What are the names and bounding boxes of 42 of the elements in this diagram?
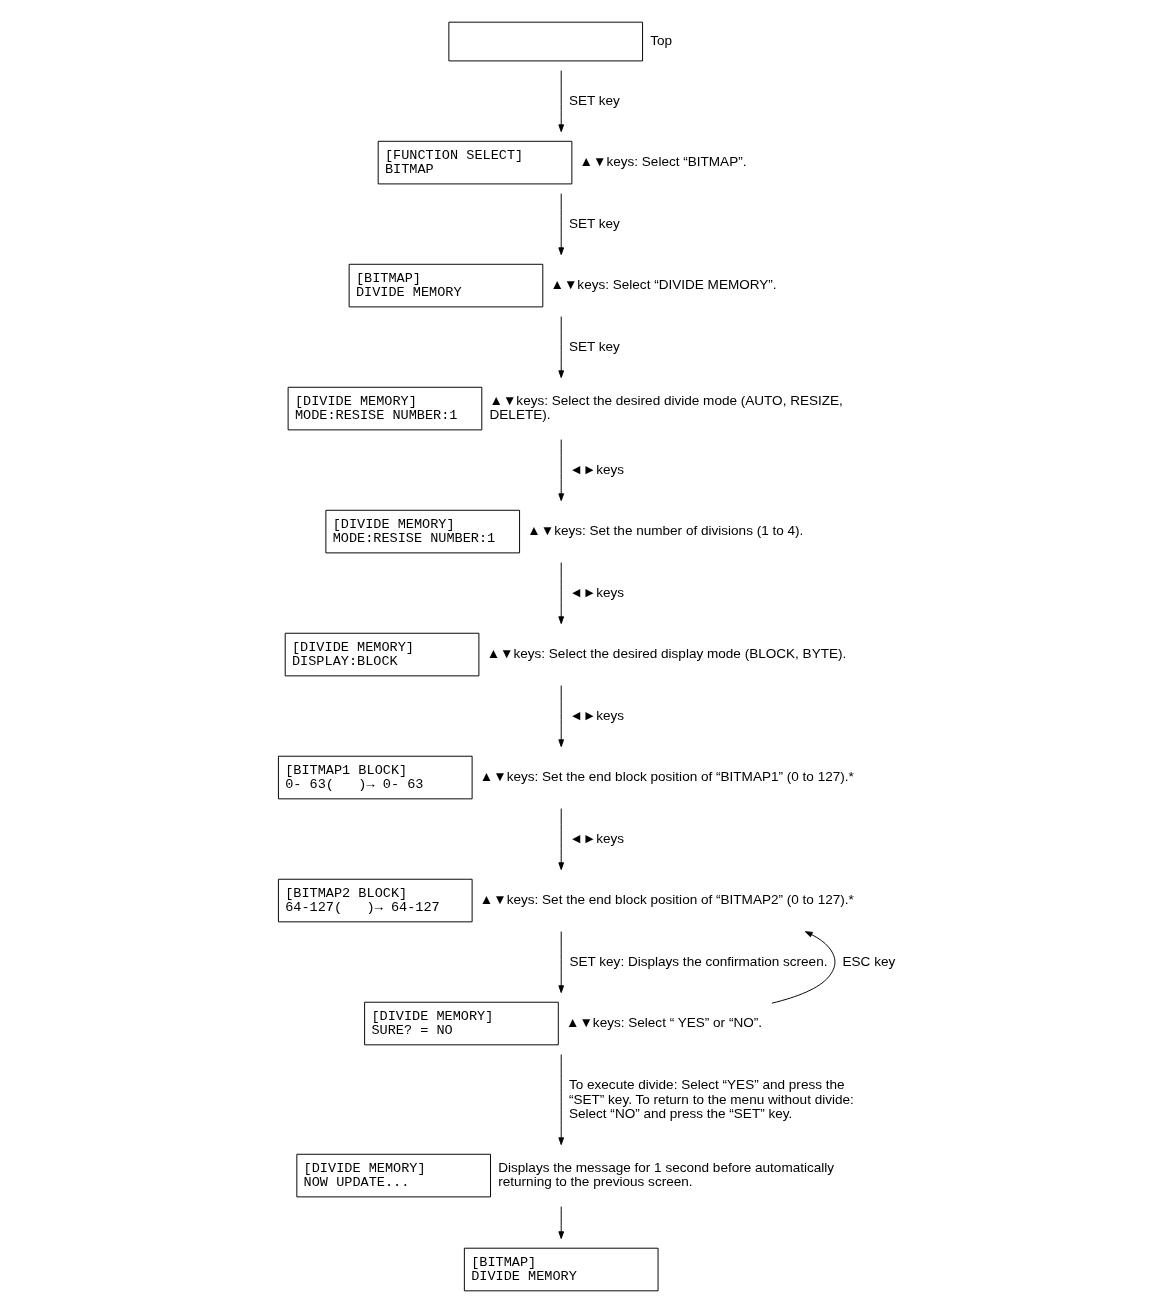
edge-label: ESC key [842,954,895,970]
node-box: [DIVIDE MEMORY] NOW UPDATE... [295,1153,491,1198]
edge-label: ◄►keys [568,708,624,724]
edge-label: ◄►keys [568,585,624,601]
node-label: ▲▼keys: Set the end block position of “BITMAP2” (0 to 127).* [479,892,854,908]
node-label: ▲▼keys: Set the number of divisions (1 to 4). [526,523,803,539]
arrow [557,685,564,748]
node-label: Top [649,33,672,49]
edge-label: To execute divide: Select “YES” and press the “SET” key. To return to the menu without divide: Select “NO” and press the “SET” key. [568,1077,854,1122]
arrow [557,1206,564,1239]
node-box: [DIVIDE MEMORY] MODE:RESISE NUMBER:1 [324,509,520,554]
node-box: [DIVIDE MEMORY] SURE? = NO [363,1001,559,1046]
edge-label: ◄►keys [568,831,624,847]
arrow [557,808,564,871]
edge-label: SET key [568,93,620,109]
edge-label: SET key [568,216,620,232]
arrow [557,193,564,256]
edge-label: SET key: Displays the confirmation screen. [568,954,827,970]
node-label: ▲▼keys: Select “BITMAP”. [579,154,746,170]
arrow [557,931,564,994]
node-box: [DIVIDE MEMORY] DISPLAY:BLOCK [284,632,479,677]
node-box: [BITMAP1 BLOCK] 0- 63( )→ 0- 63 [277,755,473,800]
node-label: ▲▼keys: Select the desired divide mode (AUTO, RESIZE, DELETE). [489,392,843,423]
node-label: ▲▼keys: Select “ YES” or “NO”. [565,1015,762,1031]
node-label: ▲▼keys: Select the desired display mode (BLOCK, BYTE). [486,646,846,662]
node-box: [FUNCTION SELECT] BITMAP [377,140,572,185]
node-box: [BITMAP2 BLOCK] 64-127( )→ 64-127 [277,878,473,923]
edge-label: SET key [568,339,620,355]
arrow [557,439,564,502]
arrow [557,70,564,133]
node-label: Displays the message for 1 second before automatically returning to the previous screen. [497,1159,834,1190]
arrow [557,562,564,625]
arrow [557,316,564,379]
node-box: [DIVIDE MEMORY] MODE:RESISE NUMBER:1 [287,386,482,431]
edge-label: ◄►keys [568,462,624,478]
arrow [770,931,835,1004]
node-label: ▲▼keys: Select “DIVIDE MEMORY”. [550,277,777,293]
node-box [447,21,643,62]
node-box: [BITMAP] DIVIDE MEMORY [348,263,543,308]
arrow [557,1054,564,1146]
node-label: ▲▼keys: Set the end block position of “BITMAP1” (0 to 127).* [479,769,854,785]
node-box: [BITMAP] DIVIDE MEMORY [463,1247,659,1292]
